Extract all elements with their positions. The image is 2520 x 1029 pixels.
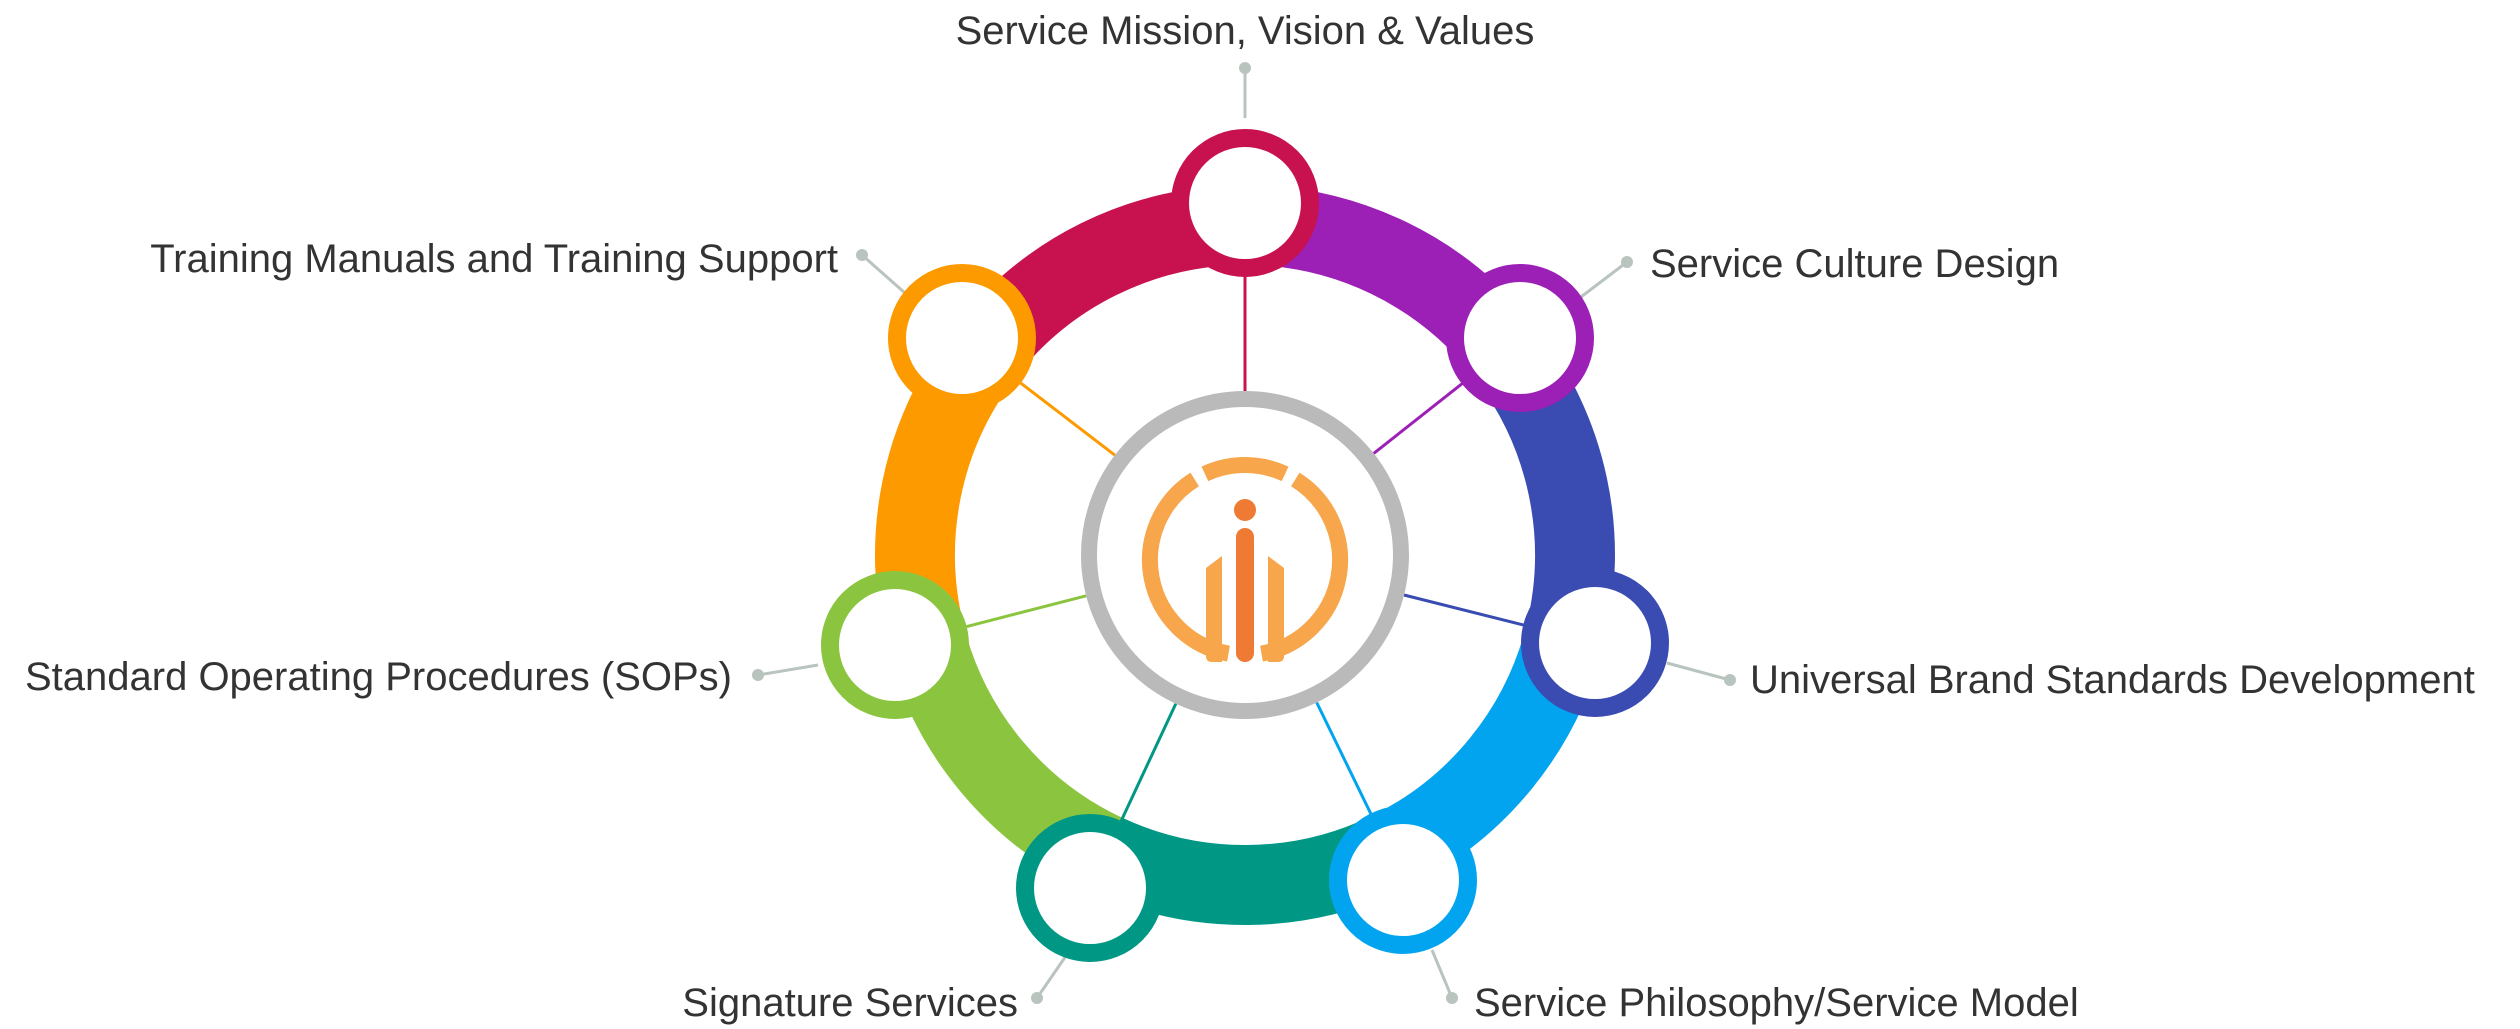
logo-dot xyxy=(1234,499,1256,521)
node-circle-training xyxy=(888,264,1036,412)
label-sops: Standard Operating Procedures (SOPs) xyxy=(25,655,732,699)
logo-arc-left xyxy=(1141,472,1230,662)
node-circle-philosophy xyxy=(1329,806,1477,954)
leader-dot-culture xyxy=(1621,256,1633,268)
leader-lines xyxy=(752,62,1736,1004)
node-circle-sops xyxy=(821,571,969,719)
label-mission: Service Mission, Vision & Values xyxy=(956,9,1535,53)
label-brand: Universal Brand Standards Development xyxy=(1750,658,2475,702)
logo-bar-right xyxy=(1268,556,1284,662)
leader-dot-mission xyxy=(1239,62,1251,74)
leader-line-sops xyxy=(757,663,819,677)
node-circle-signature xyxy=(1016,814,1164,962)
leader-line-philosophy xyxy=(1430,949,1454,999)
spokes xyxy=(965,276,1525,823)
center-hub xyxy=(1081,391,1409,719)
spoke-culture xyxy=(1372,382,1464,455)
leader-dot-brand xyxy=(1724,674,1736,686)
leader-dot-philosophy xyxy=(1446,992,1458,1004)
spoke-brand xyxy=(1403,593,1525,627)
label-culture: Service Culture Design xyxy=(1650,242,2059,286)
logo-stem xyxy=(1236,528,1254,662)
leader-line-training xyxy=(861,253,906,295)
label-signature: Signature Services xyxy=(682,981,1018,1025)
node-circle-brand xyxy=(1521,569,1669,717)
leader-dot-sops xyxy=(752,669,764,681)
node-labels: Service Mission, Vision & Values Service… xyxy=(25,9,2475,1025)
leader-line-culture xyxy=(1576,260,1628,302)
label-philosophy: Service Philosophy/Service Model xyxy=(1474,981,2079,1025)
node-circles xyxy=(821,129,1669,962)
leader-dot-training xyxy=(856,249,868,261)
leader-line-brand xyxy=(1666,661,1731,682)
node-circle-mission xyxy=(1171,129,1319,277)
ii-logo-icon xyxy=(1141,457,1349,662)
spoke-training xyxy=(1018,381,1116,457)
spoke-signature xyxy=(1119,703,1178,823)
label-training: Training Manuals and Training Support xyxy=(150,237,838,281)
logo-bar-left xyxy=(1206,556,1222,662)
node-circle-culture xyxy=(1446,264,1594,412)
leader-dot-signature xyxy=(1031,992,1043,1004)
logo-arc-right xyxy=(1260,472,1349,662)
logo-arc-top xyxy=(1201,457,1289,482)
leader-line-signature xyxy=(1035,949,1072,999)
spoke-philosophy xyxy=(1315,701,1373,815)
spoke-sops xyxy=(965,594,1087,629)
